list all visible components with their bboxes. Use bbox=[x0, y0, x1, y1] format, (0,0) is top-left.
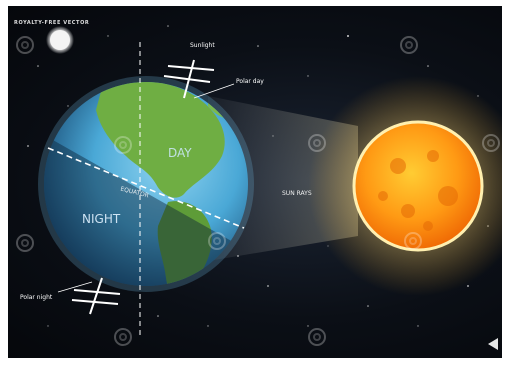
spiral-watermark-icon bbox=[482, 134, 500, 152]
spiral-watermark-icon bbox=[308, 328, 326, 346]
landmass-north-america bbox=[96, 82, 225, 198]
spiral-watermark-icon bbox=[404, 232, 422, 250]
day-label: DAY bbox=[168, 146, 192, 160]
sun-rays-label: SUN RAYS bbox=[282, 190, 312, 197]
diagram-frame: ROYALTY-FREE VECTOR Sunlight Polar day D… bbox=[8, 6, 502, 358]
spiral-watermark-icon bbox=[16, 234, 34, 252]
polar-night-label: Polar night bbox=[20, 294, 53, 301]
earth bbox=[38, 76, 254, 292]
spiral-watermark-icon bbox=[16, 36, 34, 54]
landmass-south-america bbox=[157, 201, 212, 286]
spiral-watermark-icon bbox=[308, 134, 326, 152]
polar-night-indicator bbox=[71, 277, 121, 315]
equator-line bbox=[47, 147, 245, 229]
spiral-watermark-icon bbox=[114, 328, 132, 346]
watermark-title: ROYALTY-FREE VECTOR bbox=[14, 20, 90, 26]
arrow-left-icon bbox=[488, 338, 498, 350]
spiral-watermark-icon bbox=[114, 136, 132, 154]
polar-day-indicator bbox=[163, 59, 215, 99]
night-label: NIGHT bbox=[82, 212, 121, 226]
spiral-watermark-icon bbox=[400, 36, 418, 54]
earth-sun-diagram bbox=[27, 25, 502, 336]
polar-night-pointer bbox=[57, 281, 93, 293]
spiral-watermark-icon bbox=[208, 232, 226, 250]
polar-day-label: Polar day bbox=[236, 78, 264, 85]
sun-surface-spots bbox=[378, 150, 458, 231]
moon-body bbox=[50, 30, 70, 50]
polar-day-pointer bbox=[193, 83, 235, 99]
sun bbox=[352, 120, 484, 252]
sunlight-label: Sunlight bbox=[190, 42, 215, 49]
